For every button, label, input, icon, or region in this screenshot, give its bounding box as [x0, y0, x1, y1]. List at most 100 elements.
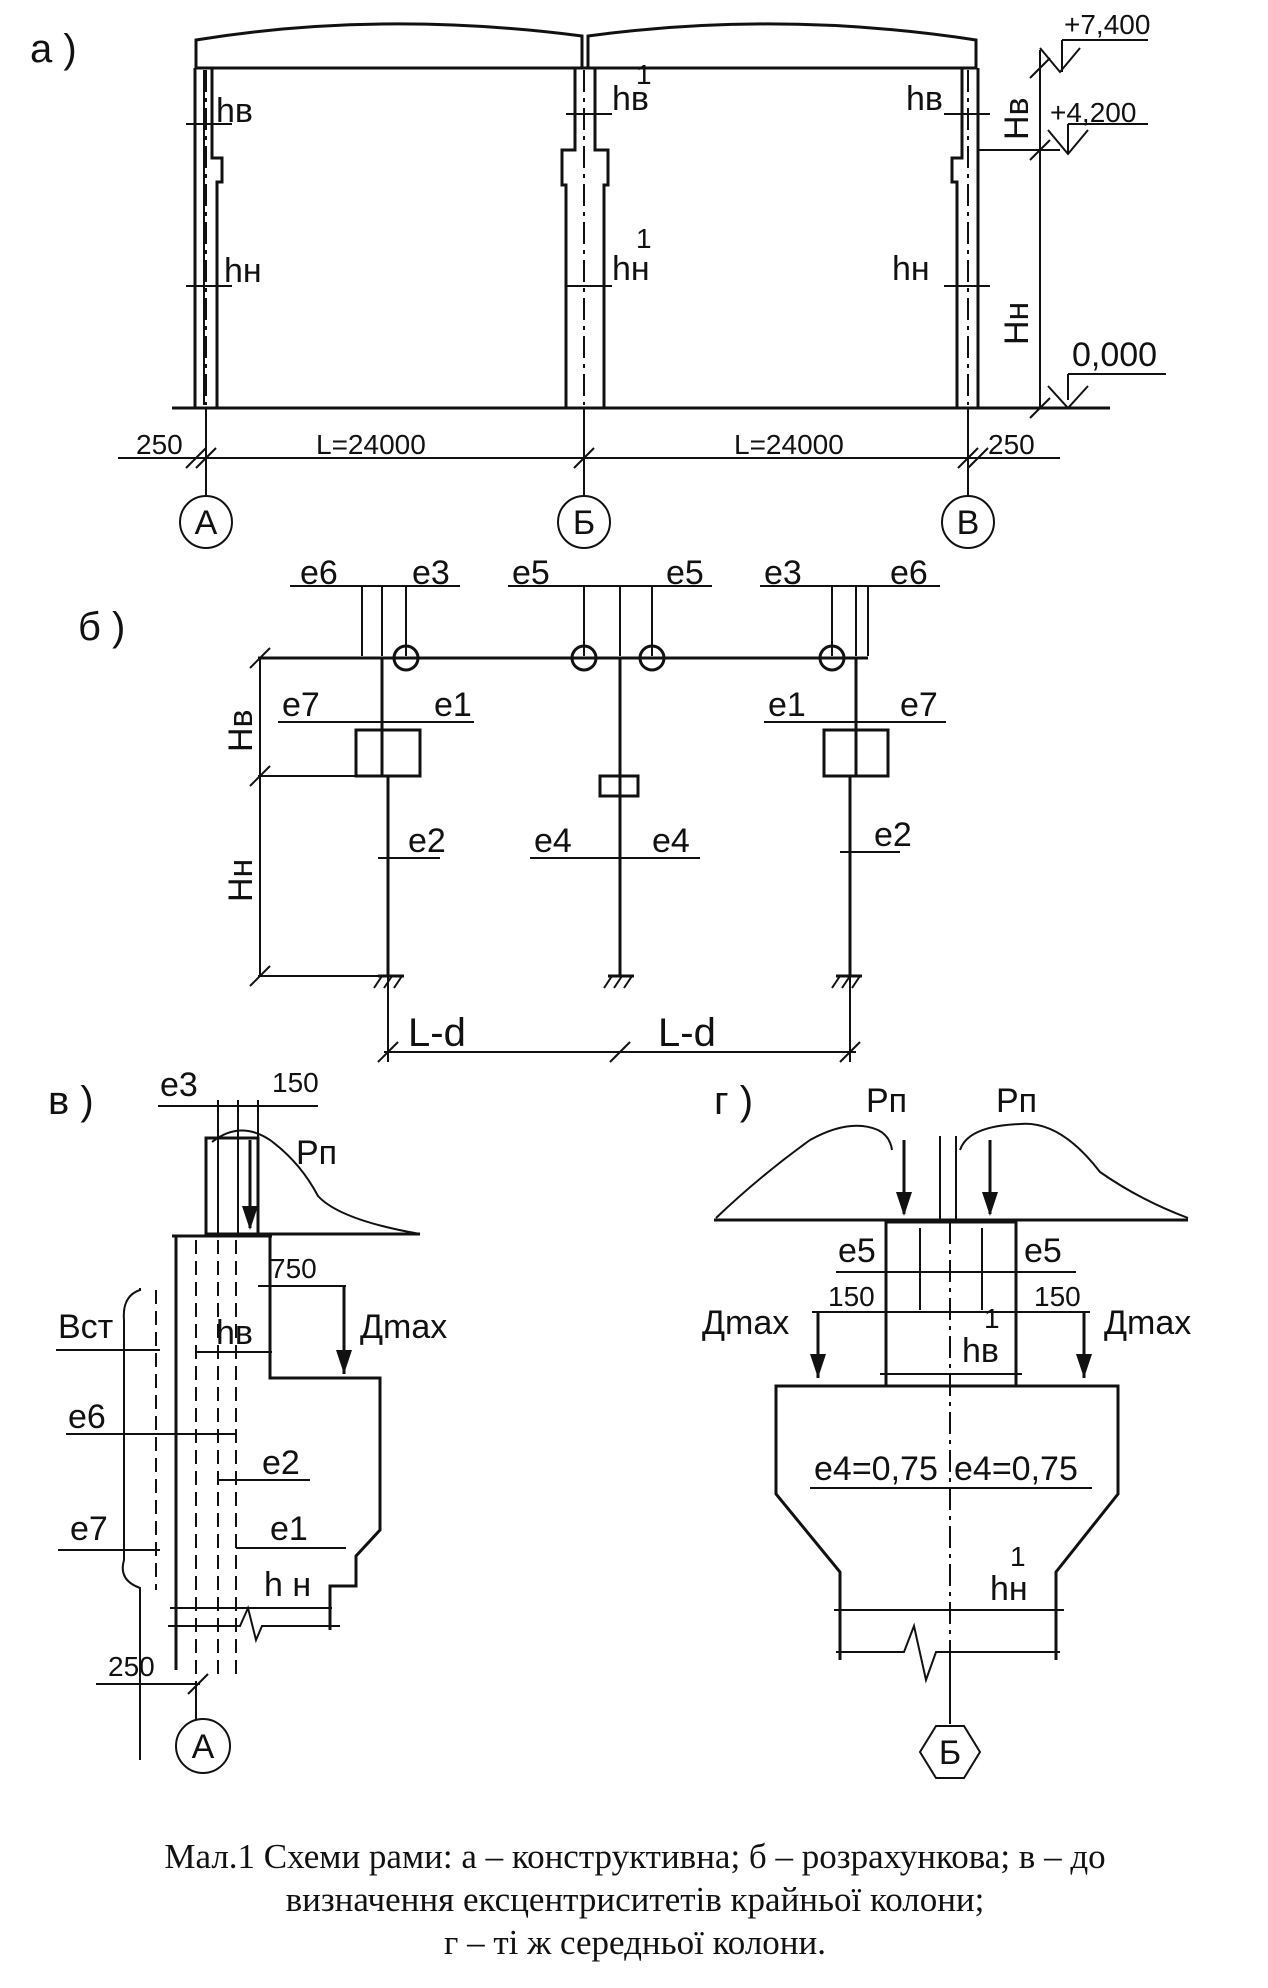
elevation-mark-top: +7,400 — [1039, 9, 1150, 74]
label-e5-g-right: e5 — [1024, 1232, 1062, 1270]
break-line-v — [168, 1604, 340, 1644]
axis-bubble-b — [557, 495, 611, 549]
label-e7-left: e7 — [282, 686, 320, 724]
column-v — [950, 68, 980, 410]
axis-bubble-v-panel — [175, 1718, 231, 1774]
hinge-4 — [818, 644, 846, 672]
label-hn-a: hн — [224, 252, 262, 290]
panel-a-structural-scheme: а ) hв hн hв 1 hн 1 hв hн — [30, 9, 1166, 549]
dim-150-v: 150 — [272, 1067, 319, 1098]
load-label-v: Рп — [296, 1134, 337, 1172]
label-e7-v: e7 — [70, 1510, 108, 1548]
label-hn-b: hн — [612, 250, 650, 288]
label-e7-right: e7 — [900, 686, 938, 724]
axis-label-b: Б — [573, 504, 595, 542]
axis-label-v-panel: А — [192, 1728, 215, 1766]
label-hn-b-sup: 1 — [636, 223, 652, 254]
label-e1-v: e1 — [270, 1510, 308, 1548]
caption-line-3: г – ті ж середньої колони. — [443, 1923, 827, 1962]
caption-line-2: визначення ексцентриситетів крайньої кол… — [285, 1880, 985, 1919]
label-hn-g-sup: 1 — [1010, 1541, 1026, 1572]
panel-b-design-scheme: б ) e6 e3 e5 e5 e3 e6 — [78, 554, 946, 1063]
hinge-2 — [570, 644, 598, 672]
span-b-2: L-d — [658, 1011, 716, 1055]
panel-v-edge-column: в ) e3 150 Рп 750 Дmax Вст hв — [48, 1066, 447, 1774]
dmax-label-v: Дmax — [360, 1308, 447, 1346]
panel-g-label: г ) — [714, 1079, 753, 1123]
label-hn-v: hн — [892, 250, 930, 288]
label-hv-g-sup: 1 — [984, 1303, 1000, 1334]
label-Hn-a: Hн — [998, 302, 1036, 345]
label-e4-g-right: e4=0,75 — [954, 1450, 1078, 1488]
dim-250-v: 250 — [108, 1651, 155, 1682]
label-Hv-b: Hв — [222, 709, 260, 752]
label-hv-b-sup: 1 — [636, 59, 652, 90]
label-e5-g-left: e5 — [838, 1232, 876, 1270]
dim-750: 750 — [270, 1253, 317, 1284]
load-label-g-left: Рп — [866, 1082, 907, 1120]
panel-b-label: б ) — [78, 605, 125, 649]
roof-left — [194, 22, 584, 70]
label-e2-right: e2 — [874, 816, 912, 854]
tick-top — [1029, 57, 1051, 79]
label-e6-v: e6 — [68, 1398, 106, 1436]
tick-bottom — [1029, 397, 1051, 419]
label-e2-left: e2 — [408, 822, 446, 860]
label-hv-a: hв — [216, 92, 253, 130]
span-b-1: L-d — [408, 1011, 466, 1055]
column-outline-v — [174, 1236, 382, 1670]
label-e4-g-left: e4=0,75 — [814, 1450, 938, 1488]
dim-250-right: 250 — [988, 429, 1035, 460]
hinge-1 — [392, 644, 420, 672]
label-e3-v: e3 — [160, 1066, 198, 1104]
label-hv-v: hв — [216, 1314, 253, 1352]
label-Hv-a: Hв — [998, 97, 1036, 140]
span-label-2: L=24000 — [734, 429, 844, 460]
step-left — [354, 728, 422, 778]
axis-label-v: В — [957, 504, 980, 542]
label-e1-left: e1 — [434, 686, 472, 724]
label-hv-g: hв — [962, 1332, 999, 1370]
axis-label-a: А — [195, 504, 218, 542]
panel-v-label: в ) — [48, 1079, 94, 1123]
axis-bubble-a — [179, 495, 233, 549]
tick-mid — [1029, 139, 1051, 161]
dmax-label-g-left: Дmax — [702, 1304, 789, 1342]
axis-bubble-g-panel — [918, 1725, 982, 1779]
elev-top: +7,400 — [1064, 9, 1150, 40]
label-e2-v: e2 — [262, 1444, 300, 1482]
roof-right — [586, 22, 978, 70]
label-e1-right: e1 — [768, 686, 806, 724]
step-right — [822, 728, 890, 778]
load-label-g-right: Рп — [996, 1082, 1037, 1120]
crane-wheel-pressure — [211, 1129, 421, 1235]
dim-150-g-left: 150 — [828, 1281, 875, 1312]
break-line-g — [836, 1622, 1060, 1684]
axis-bubble-v — [941, 495, 995, 549]
dim-250-left: 250 — [136, 429, 183, 460]
figure-caption: Мал.1 Схеми рами: а – конструктивна; б –… — [60, 1835, 1210, 1964]
hinge-3 — [638, 644, 666, 672]
elevation-mark-zero: 0,000 — [1047, 336, 1166, 410]
label-hv-b: hв — [612, 80, 649, 118]
label-bst: Вст — [58, 1308, 113, 1346]
elevation-mark-mid: +4,200 — [1047, 97, 1148, 156]
label-hn-g: hн — [990, 1570, 1028, 1608]
axis-label-g-panel: Б — [939, 1734, 961, 1772]
label-e4-left: e4 — [534, 822, 572, 860]
label-hn-v: h н — [264, 1566, 311, 1604]
elev-zero: 0,000 — [1072, 336, 1157, 374]
panel-a-label: а ) — [30, 27, 77, 71]
label-Hn-b: Hн — [222, 859, 260, 902]
dim-150-g-right: 150 — [1034, 1281, 1081, 1312]
middle-step — [598, 774, 640, 798]
caption-line-1: Мал.1 Схеми рами: а – конструктивна; б –… — [164, 1837, 1106, 1876]
span-label-1: L=24000 — [316, 429, 426, 460]
label-hv-v: hв — [906, 80, 943, 118]
dmax-label-g-right: Дmax — [1104, 1304, 1191, 1342]
pressure-left — [715, 1124, 893, 1219]
label-e4-right: e4 — [652, 822, 690, 860]
elev-mid: +4,200 — [1050, 97, 1136, 128]
pressure-right — [959, 1122, 1189, 1219]
